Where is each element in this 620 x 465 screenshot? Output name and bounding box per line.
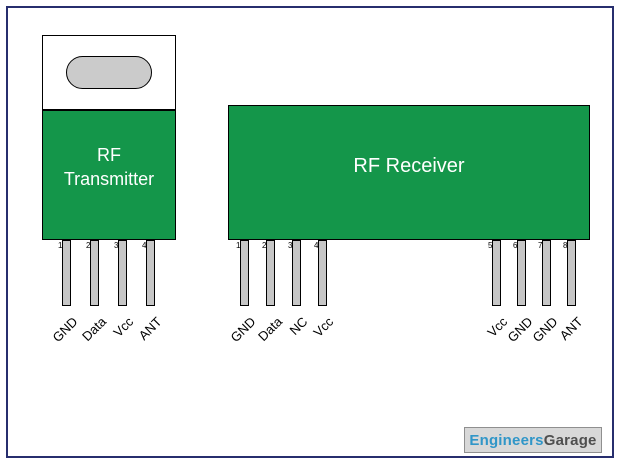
pin-label: GND [529,314,561,346]
transmitter-pin-1: 1 GND [50,240,81,365]
pin-label: GND [49,314,81,346]
pin-number: 4 [142,241,147,250]
pin-lead [90,240,99,306]
pin-lead [146,240,155,306]
pin-number: 2 [86,241,91,250]
pin-label: Data [254,314,285,345]
pin-number: 1 [58,241,63,250]
pin-label: ANT [135,314,165,343]
pin-number: 4 [314,241,319,250]
pin-number: 2 [262,241,267,250]
transmitter-pin-4: 4 ANT [136,240,165,365]
receiver-pin-3: 3 NC [287,240,311,365]
receiver-pin-6: 6 GND [505,240,536,365]
transmitter-title-line2: Transmitter [63,169,155,189]
logo-text-engineers: Engineers [469,431,544,449]
pin-lead [118,240,127,306]
pin-label: GND [227,314,259,346]
receiver-pin-4: 4 Vcc [311,240,337,365]
pin-label: Vcc [310,314,337,340]
receiver-pin-5: 5 Vcc [485,240,511,365]
pin-label: Vcc [110,314,137,340]
transmitter-pin-2: 2 Data [79,240,109,365]
pin-lead [567,240,576,306]
pin-lead [292,240,301,306]
transmitter-top-cap [42,35,176,110]
receiver-body: RF Receiver [228,105,590,240]
pin-label: GND [504,314,536,346]
transmitter-oval-cutout [66,56,152,89]
pin-number: 3 [288,241,293,250]
receiver-pin-2: 2 Data [255,240,285,365]
pin-lead [517,240,526,306]
pin-lead [62,240,71,306]
pin-number: 3 [114,241,119,250]
receiver-pin-1: 1 GND [228,240,259,365]
logo-text-garage: Garage [543,431,597,449]
receiver-pin-7: 7 GND [530,240,561,365]
pin-lead [542,240,551,306]
pin-number: 1 [236,241,241,250]
pin-number: 8 [563,241,568,250]
pin-number: 7 [538,241,543,250]
receiver-pin-8: 8 ANT [557,240,586,365]
pin-label: ANT [556,314,586,343]
receiver-title: RF Receiver [353,155,465,177]
pin-lead [318,240,327,306]
pin-label: Data [78,314,109,345]
pin-lead [240,240,249,306]
transmitter-title-line1: RF [97,144,121,165]
pin-number: 6 [513,241,518,250]
pin-label: NC [286,314,311,338]
transmitter-body: RF Transmitter [42,110,176,240]
transmitter-pin-3: 3 Vcc [111,240,137,365]
pin-number: 5 [488,241,493,250]
pin-lead [492,240,501,306]
pin-lead [266,240,275,306]
